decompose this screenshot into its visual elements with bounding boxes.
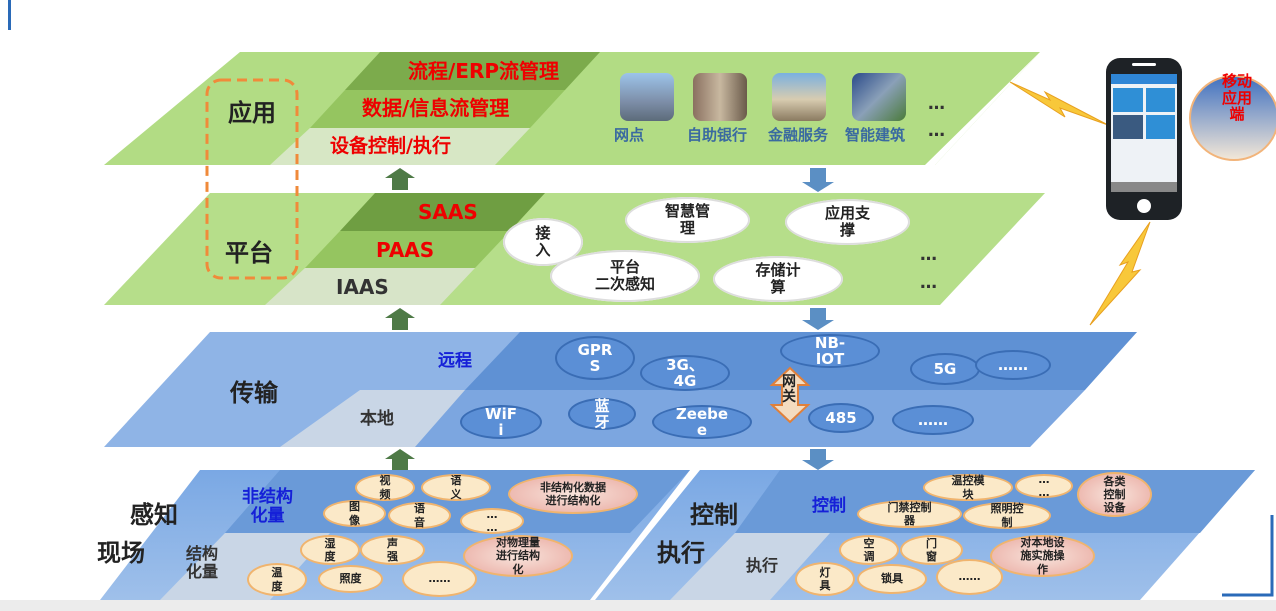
- app-layer-label: 应用: [228, 99, 276, 127]
- item-semantic: 语 义: [421, 474, 491, 501]
- tier-data-flow: 数据/信息流管理: [362, 96, 510, 120]
- item-image: 图 像: [323, 500, 386, 527]
- cloud-485: 485: [808, 403, 874, 433]
- item-illuminance: 照度: [318, 565, 383, 593]
- item-sound-intensity: 声 强: [360, 535, 425, 565]
- perception-label: 感知: [130, 501, 178, 529]
- tier-paas: PAAS: [376, 238, 435, 262]
- tier-saas: SAAS: [418, 200, 478, 224]
- item-temperature: 温 度: [247, 563, 307, 596]
- local-label: 本地: [360, 409, 394, 429]
- bank-branch-image: [620, 73, 674, 121]
- cloud-remote-more: ……: [975, 350, 1051, 380]
- cloud-wifi: WiF i: [460, 405, 542, 439]
- item-air-conditioner: 空 调: [839, 535, 899, 565]
- remote-label: 远程: [438, 351, 472, 371]
- field-label: 现场: [97, 539, 145, 567]
- icon-label-bank-branch: 网点: [614, 126, 645, 144]
- platform-more-2: …: [920, 273, 937, 293]
- app-more-2: …: [928, 121, 945, 141]
- note-control-devices: 各类 控制 设备: [1077, 472, 1152, 517]
- item-locks: 锁具: [857, 564, 927, 594]
- cloud-local-more: ……: [892, 405, 974, 435]
- execution-layer-label: 执行: [657, 539, 705, 567]
- structured-label: 结构 化量: [186, 544, 219, 581]
- item-lighting-control: 照明控 制: [963, 502, 1051, 529]
- execute-sub-label: 执行: [746, 556, 779, 575]
- note-unstructured: 非结构化数据 进行结构化: [508, 474, 638, 514]
- item-control-more: … …: [1015, 473, 1073, 499]
- item-lamps: 灯 具: [795, 562, 855, 596]
- cloud-smart-management: 智慧管 理: [625, 197, 750, 243]
- tier-iaas: IAAS: [336, 275, 389, 299]
- item-access-controller: 门禁控制 器: [857, 500, 962, 528]
- mobile-app-label: 移动 应用 端: [1222, 72, 1253, 123]
- note-structured: 对物理量 进行结构 化: [463, 535, 573, 577]
- gateway-label: 网 关: [782, 374, 796, 406]
- tier-device-control: 设备控制/执行: [330, 135, 451, 157]
- icon-label-financial-services: 金融服务: [768, 126, 829, 144]
- control-sub-label: 控制: [812, 496, 846, 516]
- platform-more-1: …: [920, 245, 937, 265]
- item-video: 视 频: [355, 474, 415, 501]
- cloud-access: 接 入: [503, 218, 583, 266]
- transport-layer-label: 传输: [230, 379, 278, 407]
- item-speech: 语 音: [388, 502, 451, 529]
- smart-building-image: [852, 73, 906, 121]
- unstructured-label: 非结构 化量: [242, 487, 293, 526]
- cloud-gprs: GPR S: [555, 336, 635, 380]
- icon-label-smart-building: 智能建筑: [845, 126, 906, 144]
- platform-layer-label: 平台: [225, 239, 273, 267]
- item-more: … …: [460, 508, 524, 534]
- tier-erp-flow: 流程/ERP流管理: [408, 59, 560, 83]
- item-humidity: 湿 度: [300, 535, 360, 565]
- cloud-zigbee: Zeebe e: [652, 405, 752, 439]
- app-more-1: …: [928, 94, 945, 114]
- cloud-storage-compute: 存储计 算: [713, 256, 843, 302]
- cloud-3g-4g: 3G、 4G: [640, 355, 730, 391]
- cloud-nb-iot: NB- IOT: [780, 334, 880, 368]
- item-structured-more: ……: [402, 561, 477, 597]
- cloud-bluetooth: 蓝 牙: [568, 397, 636, 430]
- control-layer-label: 控制: [690, 501, 738, 529]
- cloud-app-support: 应用支 撑: [785, 199, 910, 245]
- self-service-bank-image: [693, 73, 747, 121]
- financial-services-image: [772, 73, 826, 121]
- item-execute-more: ……: [936, 559, 1003, 595]
- item-temp-control-module: 温控模 块: [923, 474, 1013, 501]
- item-doors-windows: 门 窗: [900, 535, 963, 565]
- icon-label-self-service-bank: 自助银行: [687, 126, 748, 144]
- cloud-5g: 5G: [910, 353, 980, 385]
- cloud-secondary-perception: 平台 二次感知: [550, 250, 700, 302]
- note-local-operation: 对本地设 施实施操 作: [990, 535, 1095, 577]
